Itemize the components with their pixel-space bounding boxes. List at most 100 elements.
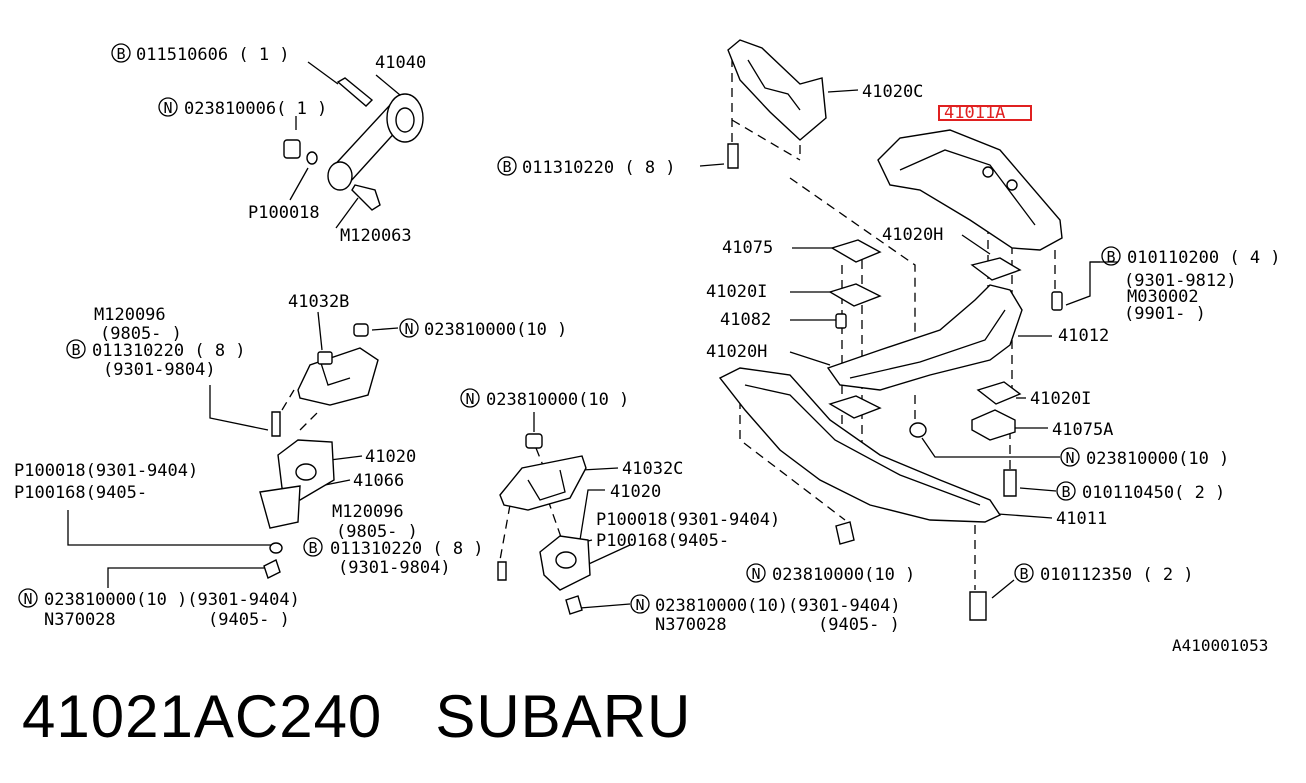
- part-label: 41020: [610, 482, 661, 502]
- bolt-badge-icon: [1101, 246, 1121, 266]
- bolt-icon: [727, 143, 739, 169]
- part-label: 41012: [1058, 326, 1109, 346]
- bolt-icon: [1003, 469, 1017, 497]
- reference-code: A410001053: [1172, 636, 1269, 655]
- left-mount-group: M120096 (9805- ) 41032B B 011310220 ( 8 …: [14, 292, 567, 630]
- nut-badge-icon: [460, 388, 480, 408]
- part-label: 010110200 ( 4 ): [1127, 248, 1281, 268]
- nut-icon: [835, 521, 855, 545]
- bracket-41075a: [971, 409, 1016, 441]
- bolt-badge-letter: B: [71, 341, 80, 359]
- part-label: (9405- ): [818, 615, 900, 635]
- part-label: N370028: [655, 615, 727, 635]
- nut-badge-icon: [399, 318, 419, 338]
- highlighted-part-label[interactable]: 41011A: [944, 103, 1006, 123]
- bolt-badge-icon: [303, 537, 323, 557]
- part-label: 41020C: [862, 82, 923, 102]
- part-label: (9301-9804): [338, 558, 451, 578]
- spacer-41020h-lower: [828, 395, 882, 419]
- torque-rod-group: B 011510606 ( 1 ) 41040 N 023810006( 1 )…: [111, 43, 426, 246]
- nut-badge-icon: [158, 97, 178, 117]
- part-label: 41020I: [1030, 389, 1091, 409]
- part-label: P100018(9301-9404): [596, 510, 780, 530]
- part-label: 023810000(10 ): [772, 565, 915, 585]
- bolt-badge-icon: [1014, 563, 1034, 583]
- plate-41020i: [828, 283, 882, 307]
- part-label: 41020H: [882, 225, 943, 245]
- part-label: 41032C: [622, 459, 683, 479]
- nut-badge-icon: [18, 588, 38, 608]
- nut-badge-letter: N: [751, 565, 760, 583]
- part-label: 41011: [1056, 509, 1107, 529]
- nut-icon: [353, 323, 369, 337]
- crossmember-41012: [826, 284, 1023, 391]
- nut-badge-icon: [746, 563, 766, 583]
- bolt-badge-icon: [66, 339, 86, 359]
- bolt-badge-icon: [111, 43, 131, 63]
- part-label: M120096: [332, 502, 404, 522]
- part-label: 023810000(10)(9301-9404): [655, 596, 901, 616]
- part-label: (9301-9812): [1124, 271, 1237, 291]
- nut-badge-letter: N: [635, 596, 644, 614]
- part-label: 41020H: [706, 342, 767, 362]
- part-label: 010110450( 2 ): [1082, 483, 1225, 503]
- part-label: (9805- ): [336, 522, 418, 542]
- bolt-badge-icon: [497, 156, 517, 176]
- part-label: 41075A: [1052, 420, 1113, 440]
- part-label: 41082: [720, 310, 771, 330]
- part-label: 011310220 ( 8 ): [522, 158, 676, 178]
- bolt-icon: [351, 184, 381, 211]
- nut-badge-letter: N: [465, 390, 474, 408]
- part-label: N370028: [44, 610, 116, 630]
- part-label: (9805- ): [100, 324, 182, 344]
- washer-icon: [269, 542, 283, 554]
- bracket-41032b: [297, 347, 379, 406]
- bracket-41020c: [727, 39, 827, 141]
- bolt-icon: [1051, 291, 1063, 311]
- part-label: (9301-9804): [103, 360, 216, 380]
- part-label: 023810006( 1 ): [184, 99, 327, 119]
- part-label: 41075: [722, 238, 773, 258]
- part-label: 41020I: [706, 282, 767, 302]
- part-label: 41020: [365, 447, 416, 467]
- crossmember-group: 41020C B 011310220 ( 8 ) 41020H 41075 B …: [497, 39, 1281, 621]
- part-label: 010112350 ( 2 ): [1040, 565, 1194, 585]
- bracket-41075: [830, 239, 882, 263]
- part-label: 41066: [353, 471, 404, 491]
- part-label: P100018: [248, 203, 320, 223]
- bolt-badge-letter: B: [1019, 565, 1028, 583]
- part-label: P100168(9405-: [14, 483, 147, 503]
- highlight-box: [938, 105, 1032, 121]
- bolt-badge-letter: B: [1061, 483, 1070, 501]
- part-label: 023810000(10 ): [486, 390, 629, 410]
- part-label: M030002: [1127, 287, 1199, 307]
- spacer-41020h: [970, 257, 1022, 281]
- part-label: 023810000(10 ): [424, 320, 567, 340]
- stud-41082: [835, 313, 847, 329]
- part-label: P100168(9405-: [596, 531, 729, 551]
- center-mount-group: N 023810000(10 ) 41032C 41020 P100018(93…: [460, 388, 901, 635]
- nut-icon: [909, 422, 927, 438]
- part-label: (9901- ): [1124, 304, 1206, 324]
- part-label: (9405- ): [208, 610, 290, 630]
- bolt-badge-icon: [1056, 481, 1076, 501]
- part-label: P100018(9301-9404): [14, 461, 198, 481]
- part-label: 011510606 ( 1 ): [136, 45, 290, 65]
- bolt-icon: [271, 411, 281, 437]
- plate-41020i-lower: [976, 381, 1022, 405]
- part-number-caption: 41021AC240 SUBARU: [22, 683, 692, 750]
- part-label: 41032B: [288, 292, 349, 312]
- nut-badge-letter: N: [23, 590, 32, 608]
- nut-icon: [525, 433, 543, 449]
- member-41011: [718, 367, 1002, 523]
- bolt-icon: [336, 77, 374, 107]
- bracket-41032c: [499, 455, 587, 511]
- bolt-badge-letter: B: [1106, 248, 1115, 266]
- part-label: 011310220 ( 8 ): [330, 539, 484, 559]
- bolt-badge-letter: B: [308, 539, 317, 557]
- bolt-icon: [497, 561, 507, 581]
- nut-badge-icon: [630, 594, 650, 614]
- nut-icon: [565, 595, 583, 615]
- bolt-icon: [969, 591, 987, 621]
